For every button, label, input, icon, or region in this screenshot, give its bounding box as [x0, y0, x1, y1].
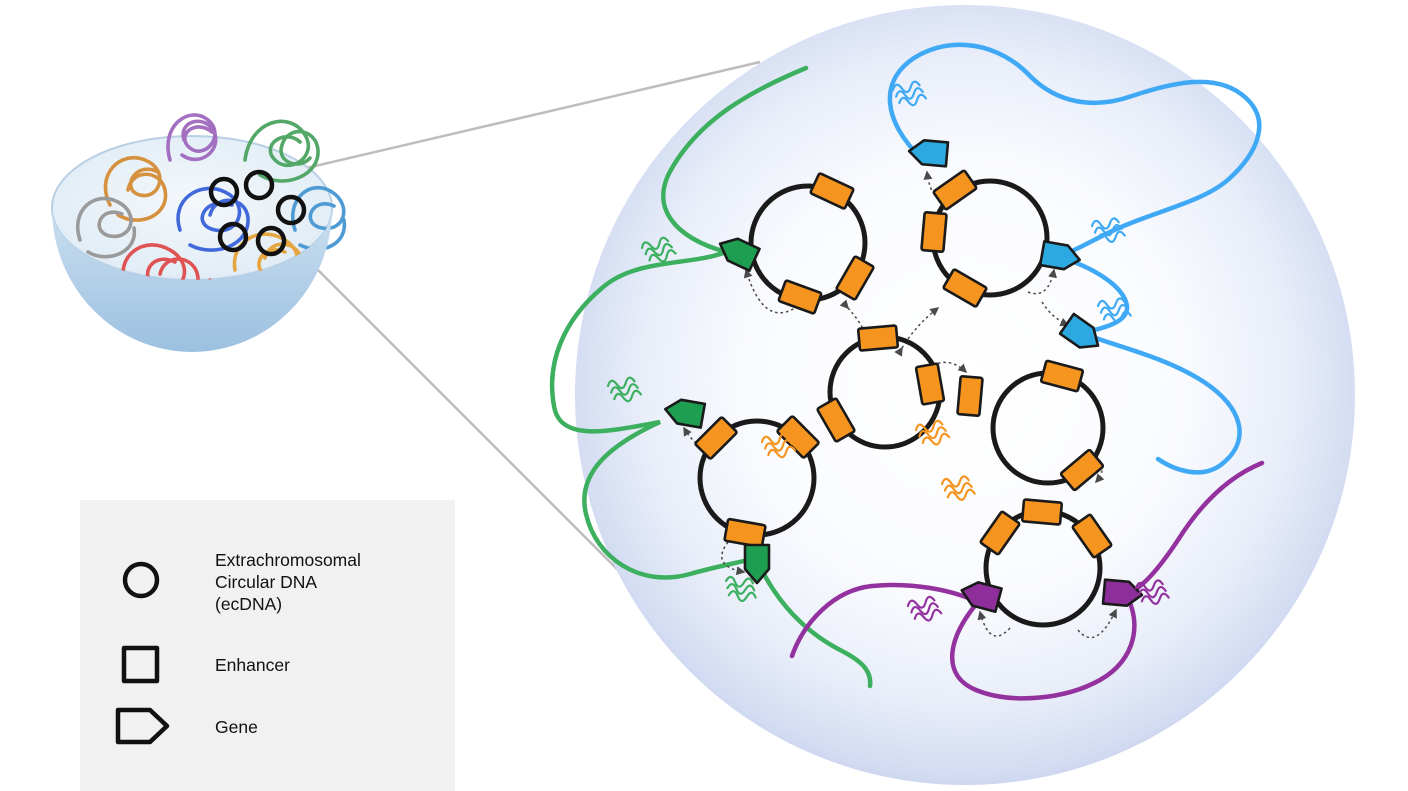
legend-panel: Extrachromosomal Circular DNA (ecDNA) En… [80, 500, 455, 791]
chromosome-territory-blue [176, 186, 250, 252]
nucleus-illustration [51, 113, 347, 352]
interaction-arrow [1027, 268, 1057, 295]
zoom-lines [297, 60, 761, 595]
legend-label-ecdna-line2: Circular DNA [215, 572, 317, 592]
enhancer-icon [723, 517, 767, 549]
ecdna-cluster-in-nucleus [208, 169, 307, 257]
interaction-arrow [721, 541, 746, 576]
ecdna-dot [255, 225, 287, 257]
interaction-arrow [923, 170, 955, 199]
chromosome-territory-teal [291, 185, 347, 251]
chromatin-fiber-blue [887, 42, 1262, 475]
enhancer-icon [914, 362, 946, 406]
ecdna-dot [275, 194, 307, 226]
chromosome-territory-green [243, 119, 320, 183]
legend-background [80, 500, 455, 791]
nucleus-bowl [52, 208, 332, 352]
interaction-arrow [1041, 301, 1070, 327]
legend-label-enhancer: Enhancer [215, 655, 290, 675]
legend-label-gene: Gene [215, 717, 258, 737]
enhancer-icon [1020, 498, 1064, 526]
enhancer-icon [956, 374, 984, 418]
chromosome-territory-purple [166, 113, 218, 162]
enhancer-icon [856, 324, 900, 352]
chromosome-territory-orange [103, 156, 168, 222]
ecdna-hub-zoom [549, 5, 1355, 785]
ecdna-dot [208, 176, 240, 208]
legend-label-ecdna-line3: (ecDNA) [215, 594, 282, 614]
interaction-arrow [743, 268, 799, 314]
ecdna-dot [243, 169, 275, 201]
chromatin-fiber-purple [789, 460, 1265, 701]
zoom-line-bottom [299, 251, 643, 595]
interaction-arrow [1077, 608, 1117, 639]
ecdna-dot [217, 221, 249, 253]
zoom-line-top [297, 60, 761, 172]
enhancer-square-icon [121, 645, 160, 684]
ecdna-circle-icon [122, 561, 160, 599]
gene-pentagon-icon [115, 707, 170, 745]
legend-label-ecdna-line1: Extrachromosomal [215, 550, 361, 570]
chromosome-territory-gray [76, 196, 136, 259]
enhancer-icon [920, 210, 948, 254]
